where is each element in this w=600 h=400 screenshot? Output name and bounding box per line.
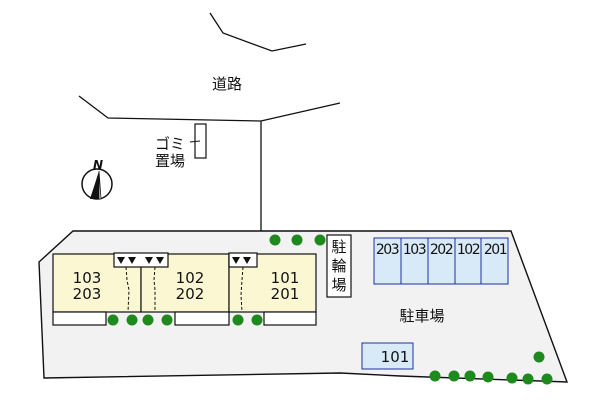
road-edge-north [209,12,307,52]
svg-text:101: 101 [381,348,410,366]
tree-icon [314,234,326,246]
unit-label: 101 [271,269,300,287]
tree-icon [522,373,534,385]
svg-text:102: 102 [457,242,480,258]
parking-label: 駐車場 [399,307,444,325]
svg-text:203: 203 [376,242,399,258]
svg-text:N: N [93,158,103,172]
tree-icon [269,234,281,246]
svg-text:202: 202 [430,242,453,258]
unit-label: 202 [176,285,205,303]
balcony [52,311,107,326]
tree-icon [107,314,119,326]
svg-text:103: 103 [403,242,426,258]
parking-slot-101: 101 [361,342,414,370]
road-edge-south [78,95,341,122]
unit-label: 103 [73,269,102,287]
parking-slot-201 [480,237,509,285]
tree-icon [429,370,441,382]
svg-text:駐: 駐 [331,238,346,256]
garbage-label-line2: 置場 [155,152,185,170]
tree-icon [533,351,545,363]
tree-icon [506,372,518,384]
unit-label: 203 [73,285,102,303]
tree-icon [291,234,303,246]
tree-icon [251,314,263,326]
tree-icon [232,314,244,326]
parking-slots: 203 103 202 102 201 [373,237,509,285]
tree-icon [482,371,494,383]
svg-text:場: 場 [331,276,346,294]
building: 103 203 102 202 101 201 [52,252,317,326]
tree-icon [448,370,460,382]
balcony [263,311,317,326]
stair-lines [125,266,244,313]
garbage-leader-line [189,140,201,143]
unit-label: 102 [176,269,205,287]
entrance-notch [113,252,169,268]
unit-label: 201 [271,285,300,303]
north-arrow-icon: N [81,158,113,200]
tree-icon [464,370,476,382]
entrance-arrows-icon [117,257,251,264]
road-label: 道路 [212,75,242,93]
bike-parking: 駐 輪 場 [326,234,352,298]
tree-icon [126,314,138,326]
trees [107,234,553,385]
parking-slot-103 [400,237,429,285]
svg-text:201: 201 [484,242,507,258]
entrance-notch [228,252,258,268]
tree-icon [161,314,173,326]
balcony [174,311,230,326]
tree-icon [541,373,553,385]
parking-slot-102 [454,237,482,285]
garbage-label-line1: ゴミ [155,135,185,153]
svg-text:輪: 輪 [331,257,346,275]
tree-icon [142,314,154,326]
